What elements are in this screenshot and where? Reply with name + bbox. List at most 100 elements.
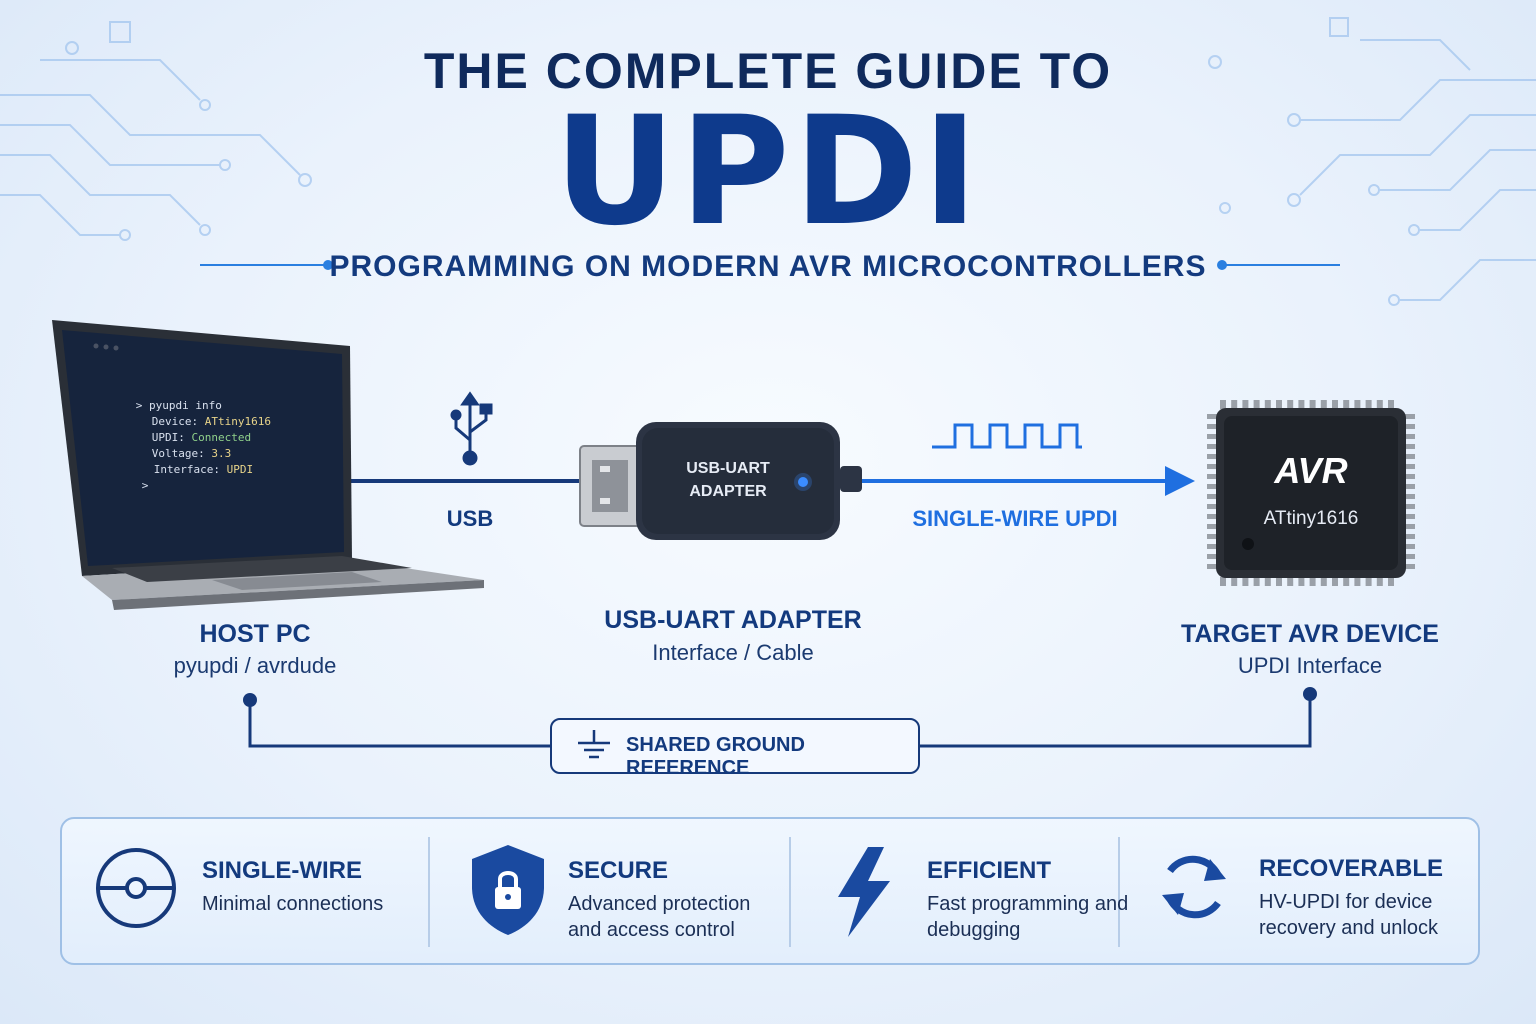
chip-pin (1405, 474, 1415, 479)
chip-pin (1242, 577, 1249, 586)
usb-icon (450, 391, 493, 466)
chip-pin (1405, 564, 1415, 569)
subtitle: PROGRAMMING ON MODERN AVR MICROCONTROLLE… (329, 250, 1207, 283)
chip-pin (1343, 400, 1350, 409)
chip-pin (1207, 564, 1217, 569)
feature-divider (789, 837, 791, 947)
terminal-line-2: Device: ATtiny1616 (151, 415, 271, 428)
host-title: HOST PC (199, 620, 311, 648)
chip-pin (1405, 434, 1415, 439)
chip-pin (1207, 424, 1217, 429)
chip-pin (1354, 577, 1361, 586)
chip-pin (1207, 554, 1217, 559)
chip-pin (1207, 484, 1217, 489)
chip-pin (1207, 494, 1217, 499)
chip-pin (1309, 400, 1316, 409)
chip-pin (1207, 474, 1217, 479)
chip-pin (1376, 400, 1383, 409)
chip-pin (1405, 424, 1415, 429)
chip-pin (1405, 544, 1415, 549)
chip-pin (1264, 400, 1271, 409)
chip-pin (1354, 400, 1361, 409)
chip-pin (1231, 577, 1238, 586)
chip-pin (1405, 514, 1415, 519)
chip-pin (1242, 400, 1249, 409)
chip-pin (1276, 400, 1282, 409)
ground-icon (578, 730, 610, 759)
feature-desc-efficient: Fast programming and debugging (927, 893, 1129, 941)
chip-logo: AVR (1274, 450, 1348, 491)
chip-pin (1264, 577, 1271, 586)
single-wire-icon (96, 848, 176, 928)
feature-title-recoverable: RECOVERABLE (1259, 855, 1444, 882)
chip-pin (1365, 400, 1372, 409)
chip-pin (1298, 577, 1305, 586)
chip-pin (1320, 400, 1327, 409)
adapter-body-label-2: ADAPTER (689, 483, 767, 500)
chip-pin (1253, 400, 1260, 409)
adapter-illustration (579, 422, 862, 540)
refresh-icon (1162, 855, 1226, 919)
lightning-icon (838, 847, 890, 937)
chip-pin (1231, 400, 1238, 409)
chip-pin (1207, 454, 1217, 459)
chip-pin (1220, 400, 1226, 409)
chip-pin (1388, 400, 1394, 409)
chip-pin (1405, 444, 1415, 449)
chip-pin (1276, 577, 1282, 586)
chip-pin (1405, 464, 1415, 469)
laptop: > pyupdi info Device: ATtiny1616 UPDI: C… (52, 318, 492, 618)
waveform-icon (932, 423, 1082, 449)
adapter-title: USB-UART ADAPTER (604, 606, 862, 634)
chip-pin (1287, 577, 1294, 586)
chip-pin (1287, 400, 1294, 409)
chip-pin (1405, 504, 1415, 509)
chip-pin (1405, 494, 1415, 499)
feature-desc-single-wire: Minimal connections (202, 893, 384, 915)
laptop-illustration (52, 320, 484, 610)
chip-pin (1405, 414, 1415, 419)
feature-divider (1118, 837, 1120, 947)
main-title: UPDI (553, 85, 983, 259)
feature-title-efficient: EFFICIENT (927, 857, 1051, 884)
terminal-line-3: UPDI: Connected (151, 431, 252, 444)
chip-pin (1343, 577, 1350, 586)
host-subtitle: pyupdi / avrdude (173, 653, 337, 678)
chip-pin (1207, 514, 1217, 519)
chip-pin (1376, 577, 1383, 586)
chip-pin (1207, 524, 1217, 529)
chip-pin (1207, 534, 1217, 539)
chip-pin (1298, 400, 1305, 409)
ground-reference-box: SHARED GROUND REFERENCE (550, 718, 920, 779)
ground-label: SHARED GROUND REFERENCE (626, 734, 805, 779)
chip-pin (1207, 444, 1217, 449)
chip-pin (1207, 434, 1217, 439)
terminal-line-5: Interface: UPDI (153, 463, 254, 476)
terminal-window: > pyupdi info Device: ATtiny1616 UPDI: C… (96, 386, 296, 492)
feature-divider (428, 837, 430, 947)
chip-pin (1405, 484, 1415, 489)
terminal-line-6: > (141, 479, 149, 492)
target-subtitle: UPDI Interface (1237, 653, 1383, 678)
feature-desc-secure: Advanced protection and access control (568, 893, 751, 941)
terminal-line-4: Voltage: 3.3 (151, 447, 232, 460)
chip-pin (1365, 577, 1372, 586)
chip-pin (1405, 554, 1415, 559)
target-title: TARGET AVR DEVICE (1181, 620, 1439, 648)
usb-uart-adapter: USB-UART ADAPTER (578, 420, 868, 545)
chip-pin (1207, 464, 1217, 469)
chip-pin (1207, 414, 1217, 419)
chip-pin (1405, 454, 1415, 459)
chip-pin (1388, 577, 1394, 586)
chip-pin (1207, 504, 1217, 509)
shield-lock-icon (472, 845, 544, 935)
kicker-title: THE COMPLETE GUIDE TO (423, 43, 1113, 99)
feature-title-secure: SECURE (568, 857, 669, 884)
chip-pin (1405, 534, 1415, 539)
updi-label: SINGLE-WIRE UPDI (912, 506, 1118, 531)
chip-pin (1332, 577, 1338, 586)
adapter-body-label-1: USB-UART (686, 460, 770, 477)
chip-pin (1253, 577, 1260, 586)
feature-panel: SINGLE-WIRE Minimal connections SECURE A… (60, 817, 1480, 965)
chip-pin (1220, 577, 1226, 586)
